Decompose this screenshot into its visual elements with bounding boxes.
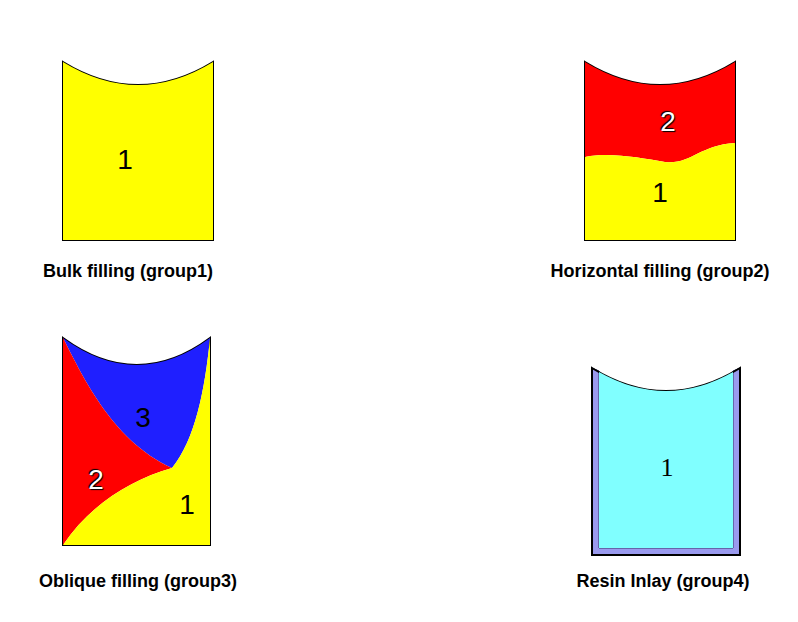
callout-number: 3 — [135, 404, 151, 432]
tooth-outline — [592, 368, 740, 555]
group-caption: Bulk filling (group1) — [43, 261, 213, 283]
inlay-liner — [592, 368, 740, 555]
callout-number: 1 — [117, 146, 133, 174]
region-shape — [60, 58, 216, 244]
inlay-body: 1 — [596, 366, 736, 552]
callout-number: 2 — [660, 108, 676, 136]
callout-number: 1 — [652, 179, 668, 207]
tooth-outline — [585, 62, 735, 240]
lower-layer: 1 — [582, 58, 738, 244]
region-fill — [599, 372, 733, 548]
callout-number: 2 — [88, 466, 104, 494]
tooth-outline — [63, 62, 213, 240]
bulk-layer: 1 — [60, 58, 216, 244]
callout-number: 1 — [179, 491, 195, 519]
region-fill — [585, 143, 735, 240]
group-caption: Resin Inlay (group4) — [576, 571, 749, 593]
region-shape — [582, 58, 738, 244]
tooth-outline — [63, 338, 210, 545]
region-fill — [585, 62, 735, 162]
region-fill — [63, 338, 210, 545]
oblique-layer: 1 — [60, 334, 213, 549]
region-fill — [63, 62, 213, 240]
callout-number: 1 — [661, 455, 674, 481]
group-caption: Oblique filling (group3) — [39, 571, 237, 593]
group-caption: Horizontal filling (group2) — [551, 261, 770, 283]
